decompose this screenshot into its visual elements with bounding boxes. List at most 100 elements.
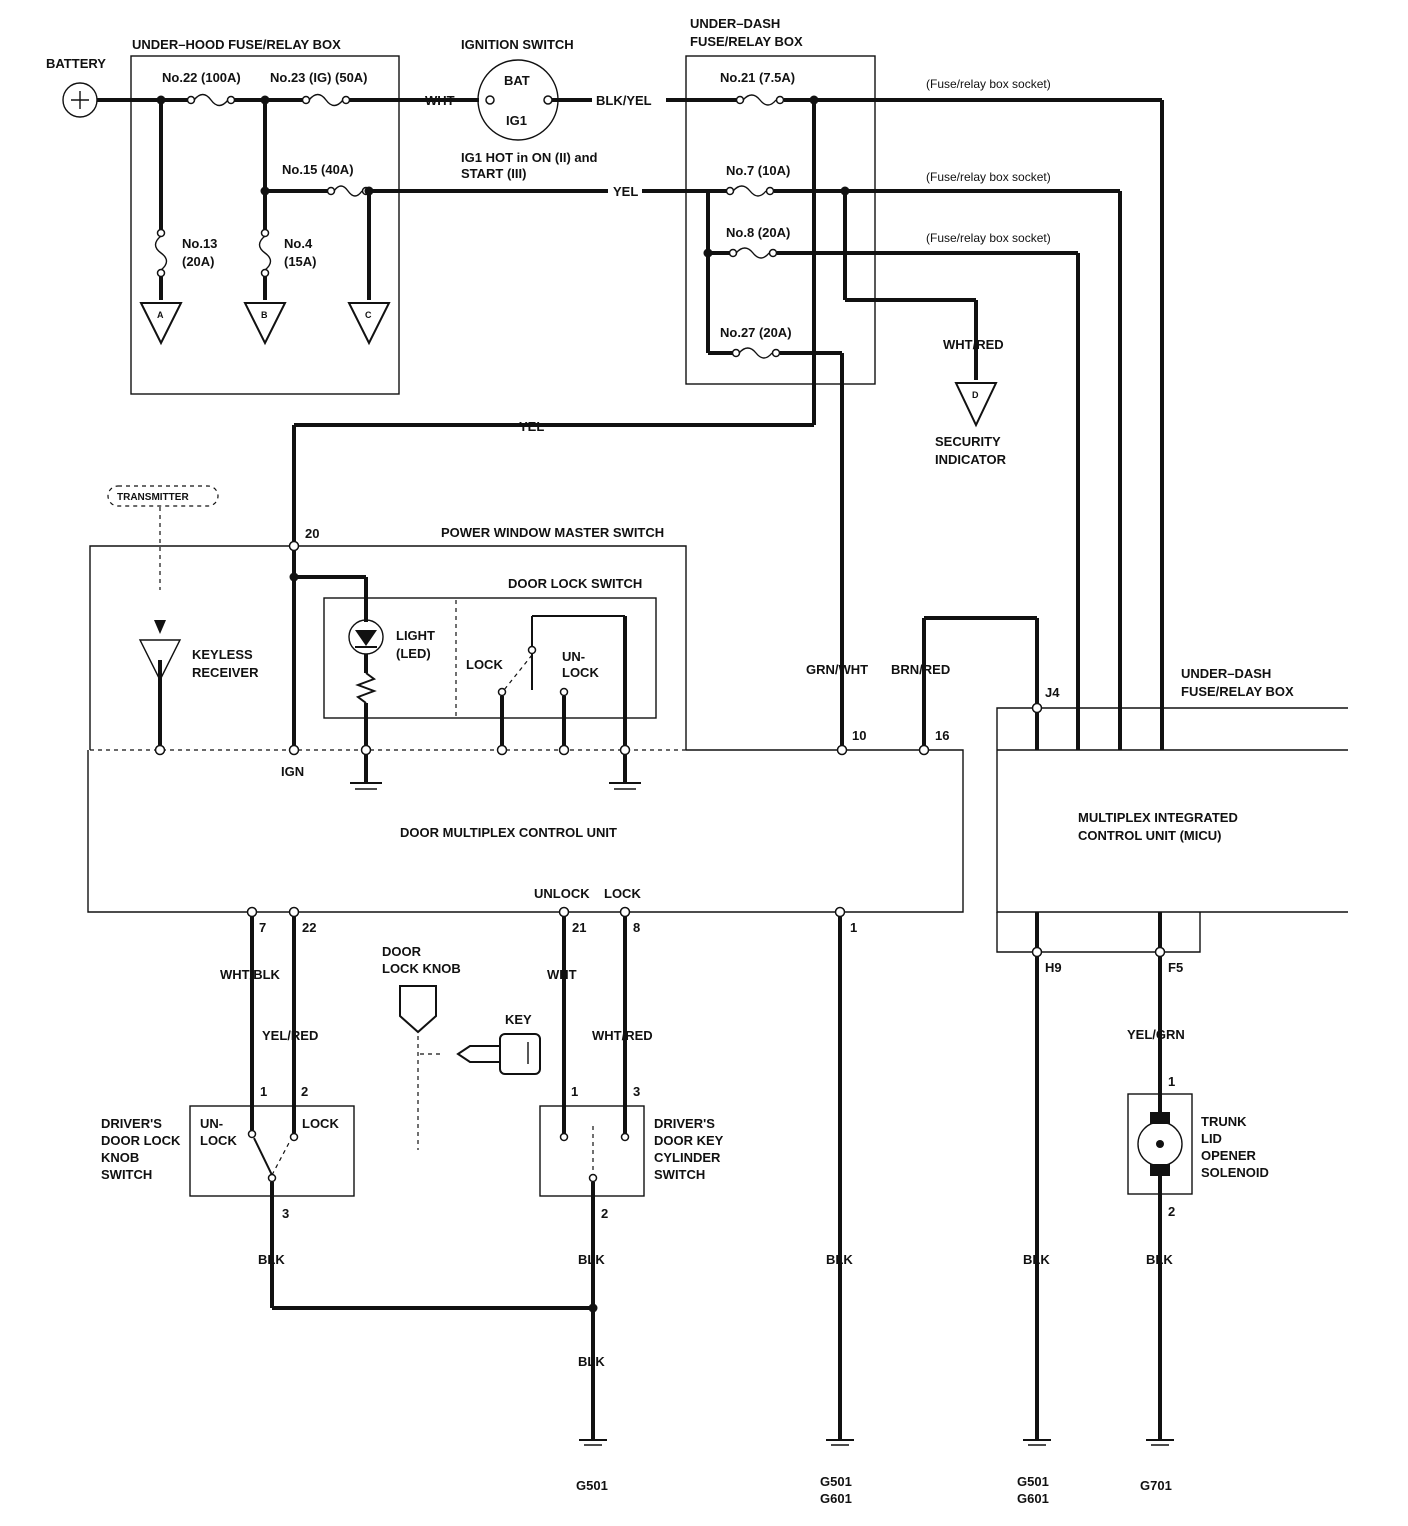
svg-text:UN-: UN-	[562, 649, 585, 664]
svg-text:G501: G501	[1017, 1474, 1049, 1489]
svg-text:DRIVER'S: DRIVER'S	[101, 1116, 162, 1131]
underhood-box-title: UNDER–HOOD FUSE/RELAY BOX	[132, 37, 341, 52]
pin-j4: J4	[1045, 685, 1060, 700]
wire-yel-grn: YEL/GRN	[1127, 1027, 1185, 1042]
pin-f5: F5	[1168, 960, 1183, 975]
fuse-21-label: No.21 (7.5A)	[720, 70, 795, 85]
fuse-27	[731, 347, 781, 359]
wire-blk-join: BLK	[578, 1354, 605, 1369]
svg-text:G501: G501	[576, 1478, 608, 1493]
pin-20: 20	[305, 526, 319, 541]
svg-text:2: 2	[601, 1206, 608, 1221]
door-lock-knob: DOOR LOCK KNOB	[382, 944, 461, 1150]
pin-10: 10	[852, 728, 866, 743]
connector-a: A	[139, 302, 183, 346]
wire-blk-knob: BLK	[258, 1252, 285, 1267]
battery-label: BATTERY	[46, 56, 106, 71]
svg-text:3: 3	[282, 1206, 289, 1221]
wire-wht-unlock: WHT	[547, 967, 577, 982]
svg-text:UN-: UN-	[200, 1116, 223, 1131]
ground-g501-g601-a: G501 G601	[820, 1439, 854, 1506]
wire-blk-pin1: BLK	[826, 1252, 853, 1267]
svg-text:KEY: KEY	[505, 1012, 532, 1027]
wire-yel-red: YEL/RED	[262, 1028, 318, 1043]
transmitter: TRANSMITTER	[107, 485, 219, 590]
wire-blk-cyl: BLK	[578, 1252, 605, 1267]
ignition-switch-title: IGNITION SWITCH	[461, 37, 574, 52]
svg-text:LIGHT: LIGHT	[396, 628, 435, 643]
pin-22: 22	[302, 920, 316, 935]
fuse-8-label: No.8 (20A)	[726, 225, 790, 240]
fuse-22	[186, 93, 236, 107]
wire-blk-trunk: BLK	[1146, 1252, 1173, 1267]
pin-8: 8	[633, 920, 640, 935]
fuse-7	[725, 185, 775, 197]
wire-yel-feed: YEL	[519, 419, 544, 434]
svg-text:LOCK: LOCK	[200, 1133, 237, 1148]
ground-g501: G501	[576, 1439, 608, 1493]
svg-text:SWITCH: SWITCH	[654, 1167, 705, 1182]
svg-text:UNDER–DASH: UNDER–DASH	[1181, 666, 1271, 681]
svg-text:FUSE/RELAY BOX: FUSE/RELAY BOX	[690, 34, 803, 49]
wire-wht-red-lock: WHT/RED	[592, 1028, 653, 1043]
trunk-lid-opener-solenoid: YEL/GRN 1 2 BLK TRUNK LID OPENER SOLENOI…	[1127, 956, 1269, 1440]
svg-text:2: 2	[301, 1084, 308, 1099]
micu-label-1: MULTIPLEX INTEGRATED	[1078, 810, 1238, 825]
connector-c: C	[347, 302, 391, 346]
micu-label-2: CONTROL UNIT (MICU)	[1078, 828, 1221, 843]
svg-text:SOLENOID: SOLENOID	[1201, 1165, 1269, 1180]
svg-text:LID: LID	[1201, 1131, 1222, 1146]
svg-text:SWITCH: SWITCH	[101, 1167, 152, 1182]
svg-text:SECURITY: SECURITY	[935, 434, 1001, 449]
svg-text:TRUNK: TRUNK	[1201, 1114, 1247, 1129]
fuse-15	[326, 185, 371, 197]
battery-icon	[62, 82, 98, 118]
fuse-22-label: No.22 (100A)	[162, 70, 241, 85]
underdash-fuse-box: UNDER–DASH FUSE/RELAY BOX No.21 (7.5A) (…	[685, 16, 1162, 746]
door-lock-knob-switch: WHT/BLK YEL/RED 1 2 UN- LOCK LOCK 3 BLK …	[101, 916, 355, 1308]
power-window-master-switch: POWER WINDOW MASTER SWITCH 20 TRANSMITTE…	[89, 485, 687, 750]
pin-1: 1	[850, 920, 857, 935]
wire-wht-blk: WHT/BLK	[220, 967, 281, 982]
wire-wht: WHT	[425, 93, 455, 108]
svg-text:OPENER: OPENER	[1201, 1148, 1257, 1163]
socket-3: (Fuse/relay box socket)	[926, 231, 1051, 245]
wire-grn-wht: GRN/WHT	[806, 662, 868, 677]
svg-text:1: 1	[571, 1084, 578, 1099]
svg-text:C: C	[365, 310, 372, 320]
underhood-fuse-box: UNDER–HOOD FUSE/RELAY BOX BATTERY No.22 …	[46, 37, 727, 395]
svg-text:G601: G601	[820, 1491, 852, 1506]
ground-g501-g601-b: G501 G601	[1017, 1439, 1051, 1506]
micu: J4 UNDER–DASH FUSE/RELAY BOX MULTIPLEX I…	[996, 666, 1348, 975]
svg-text:G701: G701	[1140, 1478, 1172, 1493]
fuse-8	[728, 247, 778, 259]
svg-text:1: 1	[260, 1084, 267, 1099]
dmcu-label: DOOR MULTIPLEX CONTROL UNIT	[400, 825, 617, 840]
pw-master-title: POWER WINDOW MASTER SWITCH	[441, 525, 664, 540]
fuse-4-label: No.4	[284, 236, 313, 251]
svg-text:FUSE/RELAY BOX: FUSE/RELAY BOX	[1181, 684, 1294, 699]
svg-text:A: A	[157, 310, 164, 320]
svg-text:CYLINDER: CYLINDER	[654, 1150, 721, 1165]
fuse-4	[258, 228, 272, 278]
wire-yel-main: YEL	[613, 184, 638, 199]
svg-text:DOOR LOCK: DOOR LOCK	[101, 1133, 181, 1148]
door-multiplex-control-unit: DOOR MULTIPLEX CONTROL UNIT IGN 10 16 UN…	[87, 728, 964, 935]
svg-text:G501: G501	[820, 1474, 852, 1489]
wire-wht-red-top: WHT/RED	[943, 337, 1004, 352]
svg-text:KEYLESS: KEYLESS	[192, 647, 253, 662]
pin-21: 21	[572, 920, 586, 935]
led-icon	[348, 619, 384, 655]
svg-text:LOCK: LOCK	[604, 886, 641, 901]
fuse-13-label: No.13	[182, 236, 217, 251]
fuse-27-label: No.27 (20A)	[720, 325, 792, 340]
svg-text:DOOR KEY: DOOR KEY	[654, 1133, 724, 1148]
svg-text:RECEIVER: RECEIVER	[192, 665, 259, 680]
socket-2: (Fuse/relay box socket)	[926, 170, 1051, 184]
svg-text:INDICATOR: INDICATOR	[935, 452, 1007, 467]
fuse-23-label: No.23 (IG) (50A)	[270, 70, 368, 85]
svg-text:KNOB: KNOB	[101, 1150, 139, 1165]
svg-text:3: 3	[633, 1084, 640, 1099]
svg-text:IG1: IG1	[506, 113, 527, 128]
